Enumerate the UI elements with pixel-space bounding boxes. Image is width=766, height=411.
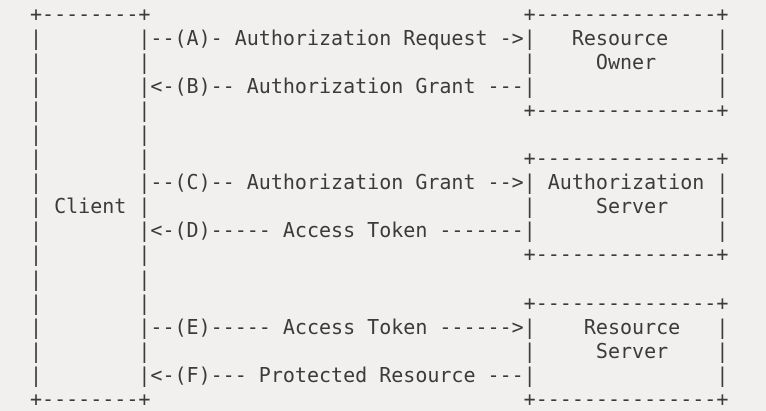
line-resource-owner-bottom: | | +---------------+ (30, 98, 729, 123)
line-resource-owner-label: | | | Owner | (30, 50, 729, 75)
line-top-borders: +--------+ +---------------+ (30, 2, 729, 26)
line-arrow-e-access-token: | |--(E)----- Access Token ------>| Reso… (30, 314, 729, 339)
line-arrow-b-authorization-grant: | |<-(B)-- Authorization Grant ---| | (30, 74, 729, 99)
line-resource-server-top: | | +---------------+ (30, 290, 729, 315)
line-client-label: | Client | | Server | (30, 194, 729, 219)
line-arrow-f-protected-resource: | |<-(F)--- Protected Resource ---| | (30, 362, 729, 387)
line-client-box-gap-1: | | (30, 122, 151, 147)
line-authorization-server-bottom: | | +---------------+ (30, 242, 729, 267)
line-resource-server-label: | | | Server | (30, 338, 729, 363)
line-arrow-c-authorization-grant: | |--(C)-- Authorization Grant -->| Auth… (30, 170, 729, 195)
line-arrow-a-authorization-request: | |--(A)- Authorization Request ->| Reso… (30, 26, 729, 51)
line-arrow-d-access-token: | |<-(D)----- Access Token -------| | (30, 218, 729, 243)
line-bottom-borders: +--------+ +---------------+ (30, 386, 729, 411)
line-authorization-server-top: | | +---------------+ (30, 146, 729, 171)
line-client-box-gap-2: | | (30, 266, 151, 291)
